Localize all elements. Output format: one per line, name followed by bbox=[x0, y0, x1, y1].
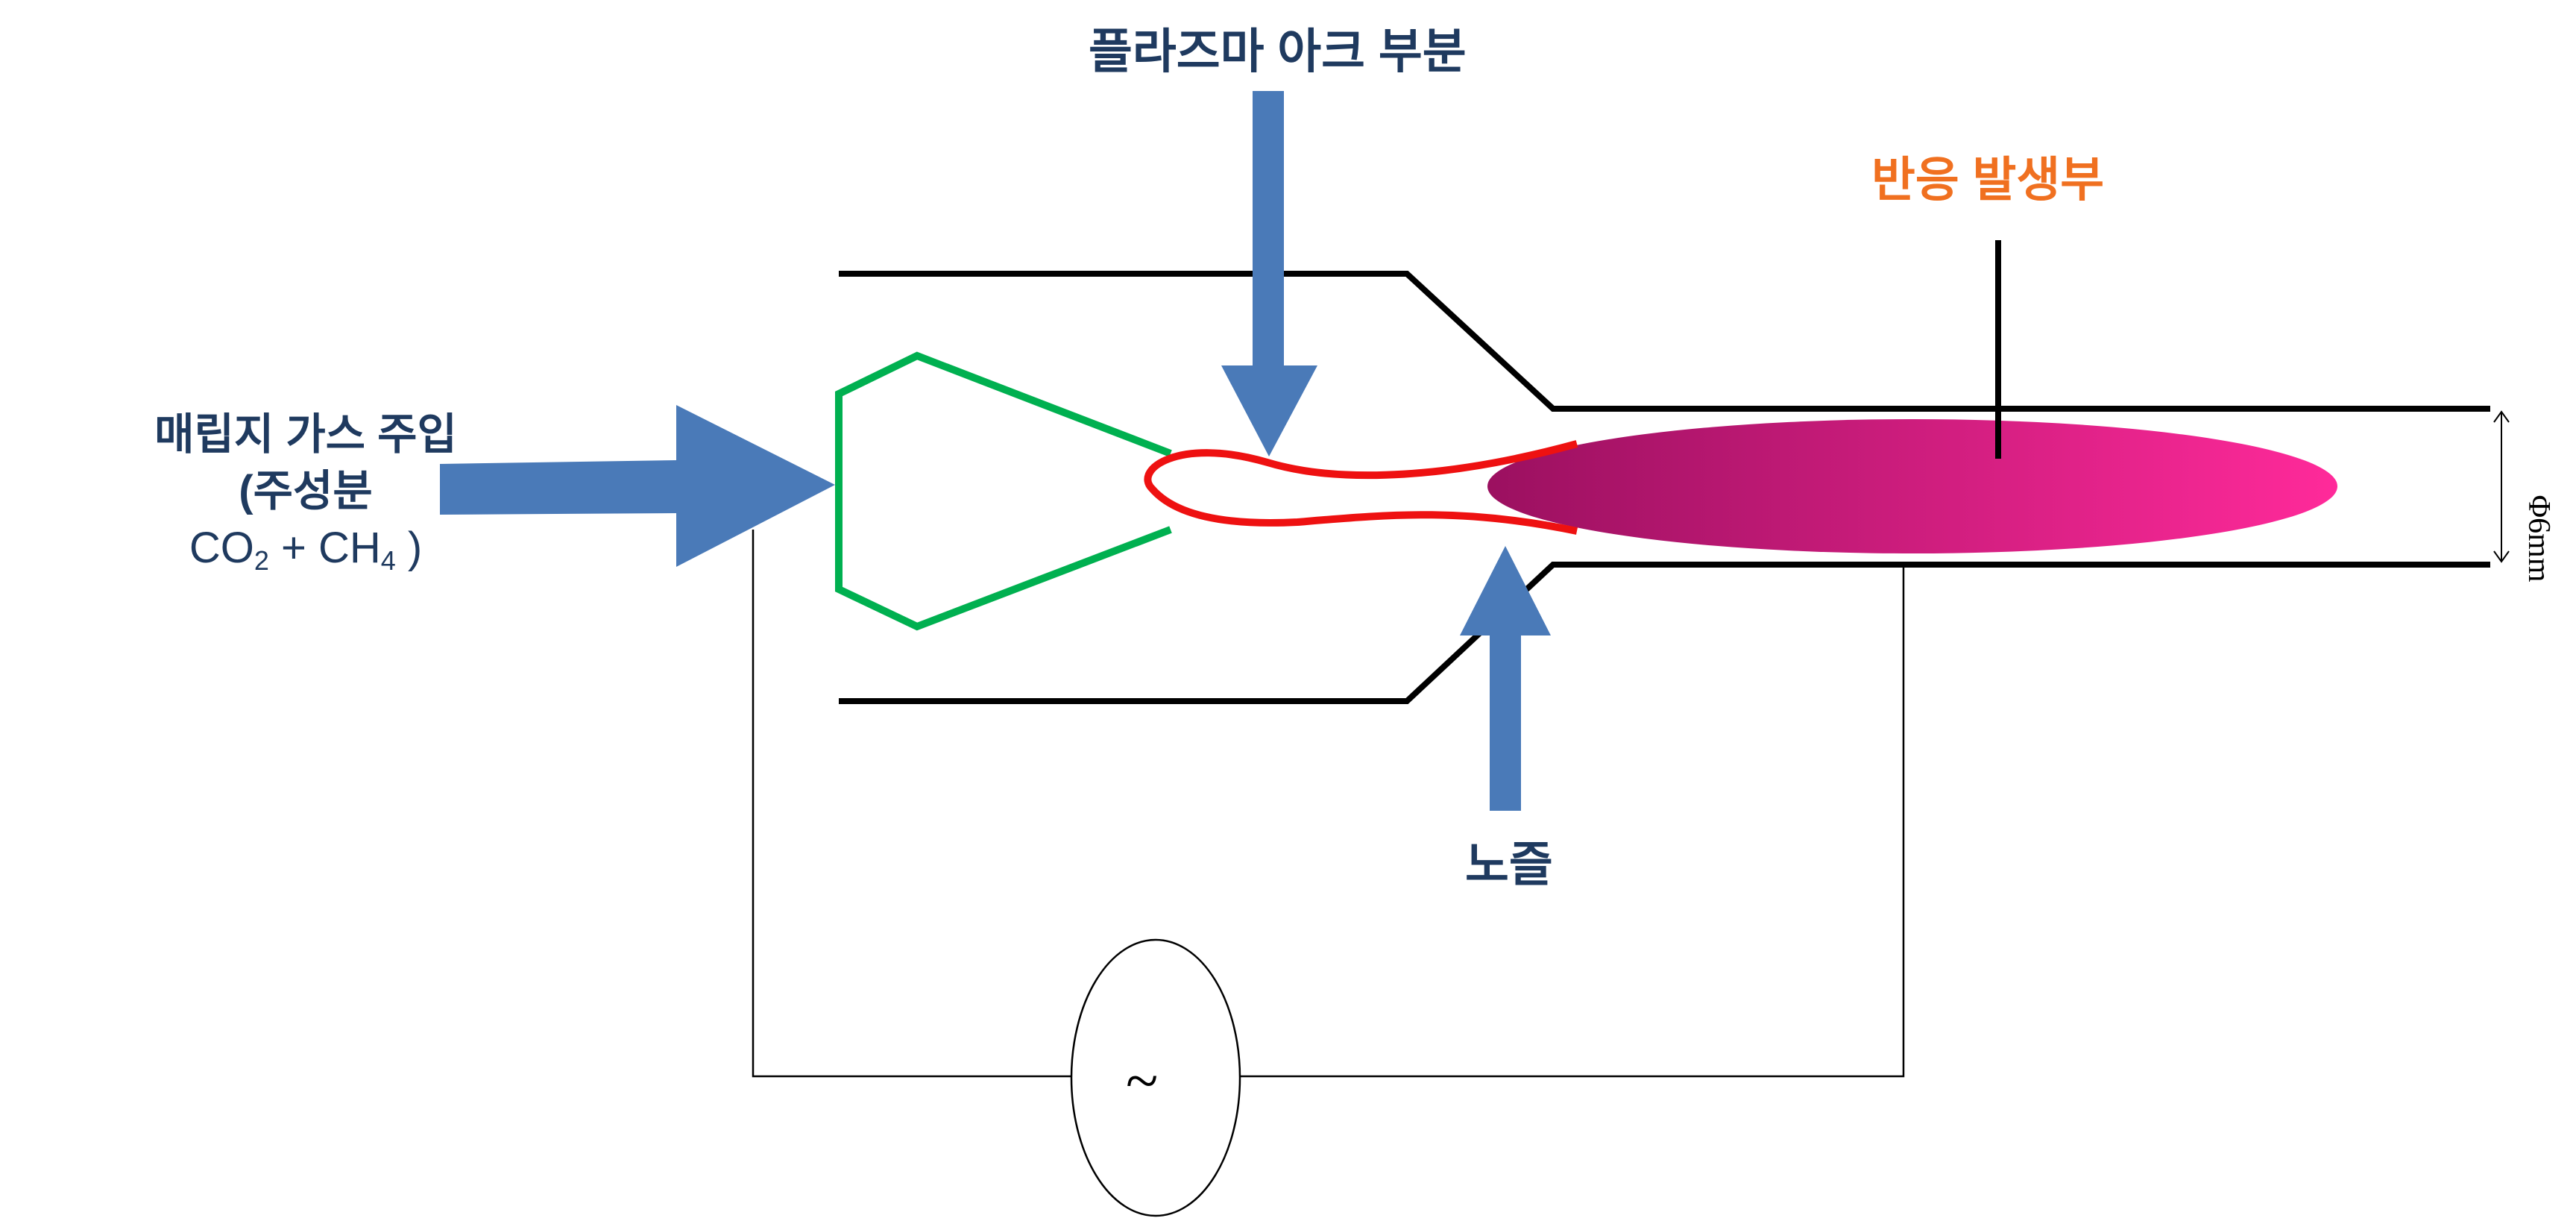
gas-inlet-components-heading: (주성분 bbox=[239, 467, 373, 515]
reactor-upper-wall bbox=[839, 271, 2490, 412]
circuit-wire-left bbox=[752, 530, 1071, 1078]
co-text: CO bbox=[189, 524, 254, 572]
plasma-arc bbox=[1144, 440, 1578, 535]
diameter-arrowhead-top bbox=[2493, 410, 2510, 423]
diameter-arrowhead-bottom bbox=[2493, 550, 2510, 563]
electrode-upper bbox=[835, 351, 1172, 631]
diameter-label: Φ6mm bbox=[2522, 495, 2556, 583]
ch-subscript: 4 bbox=[380, 545, 396, 576]
co-subscript: 2 bbox=[253, 545, 269, 576]
ac-symbol: ~ bbox=[1126, 1049, 1159, 1114]
plasma-arc-label: 플라즈마 아크 부분 bbox=[1089, 25, 1467, 78]
reaction-zone-label: 반응 발생부 bbox=[1871, 153, 2105, 207]
ac-power-source bbox=[1070, 938, 1241, 1217]
circuit-wire-right bbox=[1240, 565, 1905, 1078]
gas-inlet-title: 매립지 가스 주입 bbox=[154, 410, 457, 459]
gas-inlet-arrow bbox=[440, 405, 835, 567]
ch-text: + CH bbox=[268, 524, 381, 572]
reactor-lower-wall bbox=[839, 562, 2490, 704]
reaction-plume bbox=[1487, 419, 2337, 553]
plasma-arc-arrow bbox=[1221, 91, 1317, 456]
nozzle-label: 노즐 bbox=[1465, 838, 1553, 891]
gas-inlet-components: CO2 + CH4 ) bbox=[104, 520, 507, 589]
nozzle-arrow bbox=[1460, 546, 1551, 811]
close-paren: ) bbox=[395, 524, 423, 572]
gas-inlet-label: 매립지 가스 주입 (주성분 CO2 + CH4 ) bbox=[104, 407, 507, 589]
